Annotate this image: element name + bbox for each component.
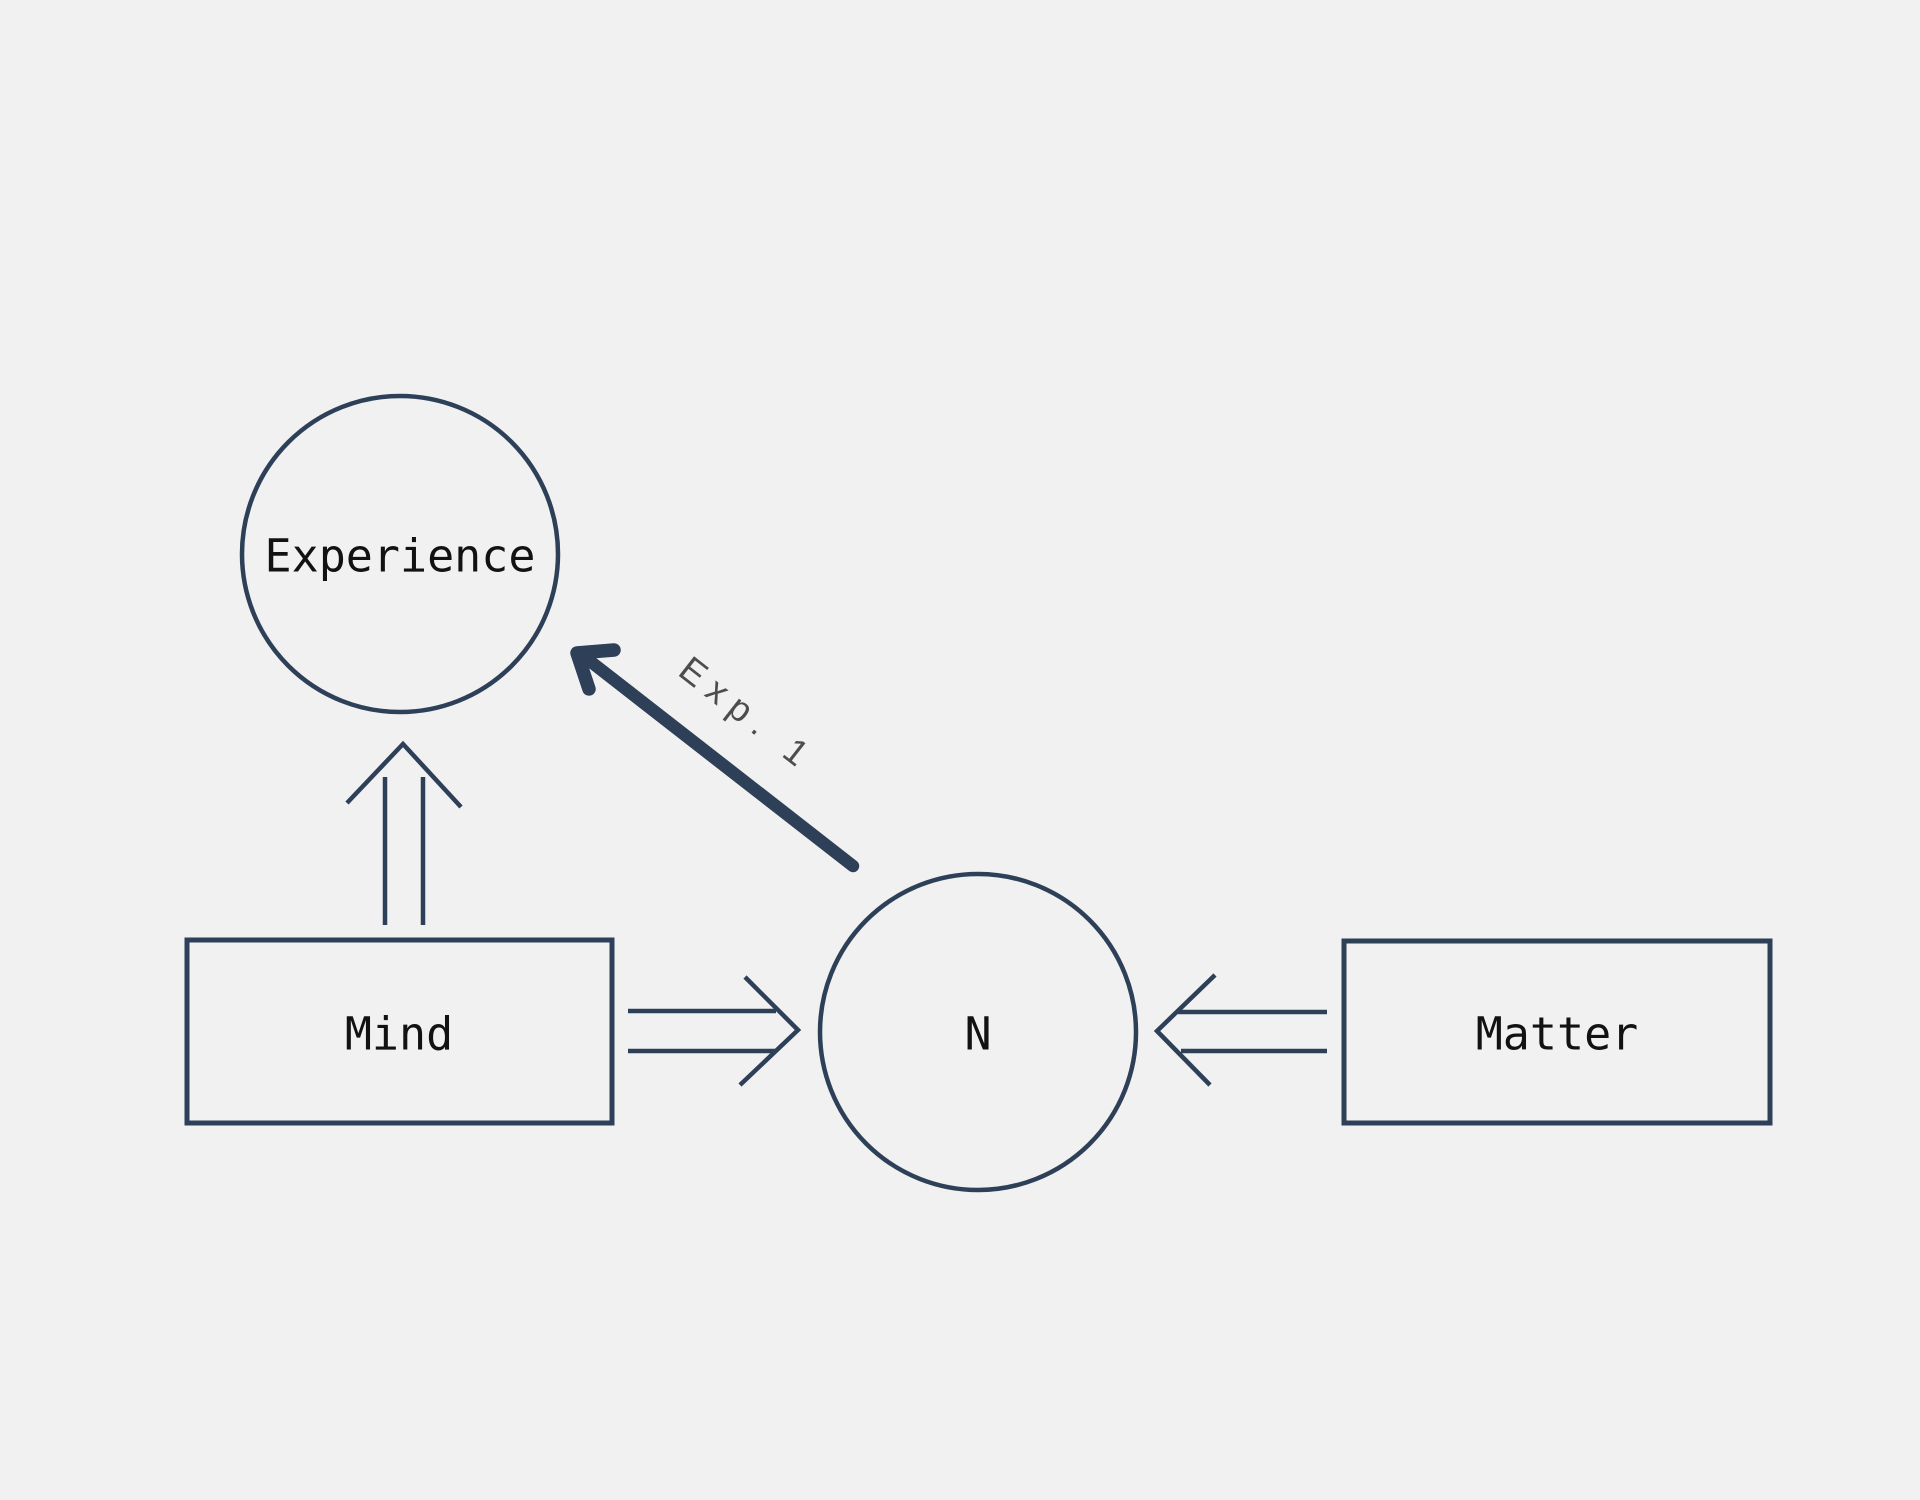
node-matter: Matter — [1341, 938, 1773, 1126]
mind-rectangle — [184, 937, 615, 1126]
node-n: N — [817, 871, 1139, 1193]
matter-label: Matter — [1476, 1008, 1639, 1061]
mind-label: Mind — [345, 1008, 453, 1061]
edge-n-experience-label: Exp. 1 — [672, 648, 825, 780]
edge-n-experience-shaft — [579, 651, 860, 873]
experience-label: Experience — [265, 530, 536, 583]
n-label: N — [964, 1008, 991, 1061]
node-experience: Experience — [239, 393, 561, 715]
edge-mind-to-experience — [345, 740, 463, 925]
arrowhead-chevron-up-icon — [345, 740, 463, 809]
edge-matter-to-n — [1153, 973, 1327, 1087]
experience-circle — [239, 393, 561, 715]
edge-n-to-experience: Exp. 1 — [570, 643, 860, 873]
arrowhead-chevron-left-icon — [1153, 973, 1217, 1087]
node-mind: Mind — [184, 937, 615, 1126]
arrowhead-solid-upleft-icon — [570, 643, 621, 696]
arrowhead-chevron-right-icon — [738, 975, 802, 1087]
matter-rectangle — [1341, 938, 1773, 1126]
edge-mind-to-n — [628, 975, 802, 1087]
n-circle — [817, 871, 1139, 1193]
